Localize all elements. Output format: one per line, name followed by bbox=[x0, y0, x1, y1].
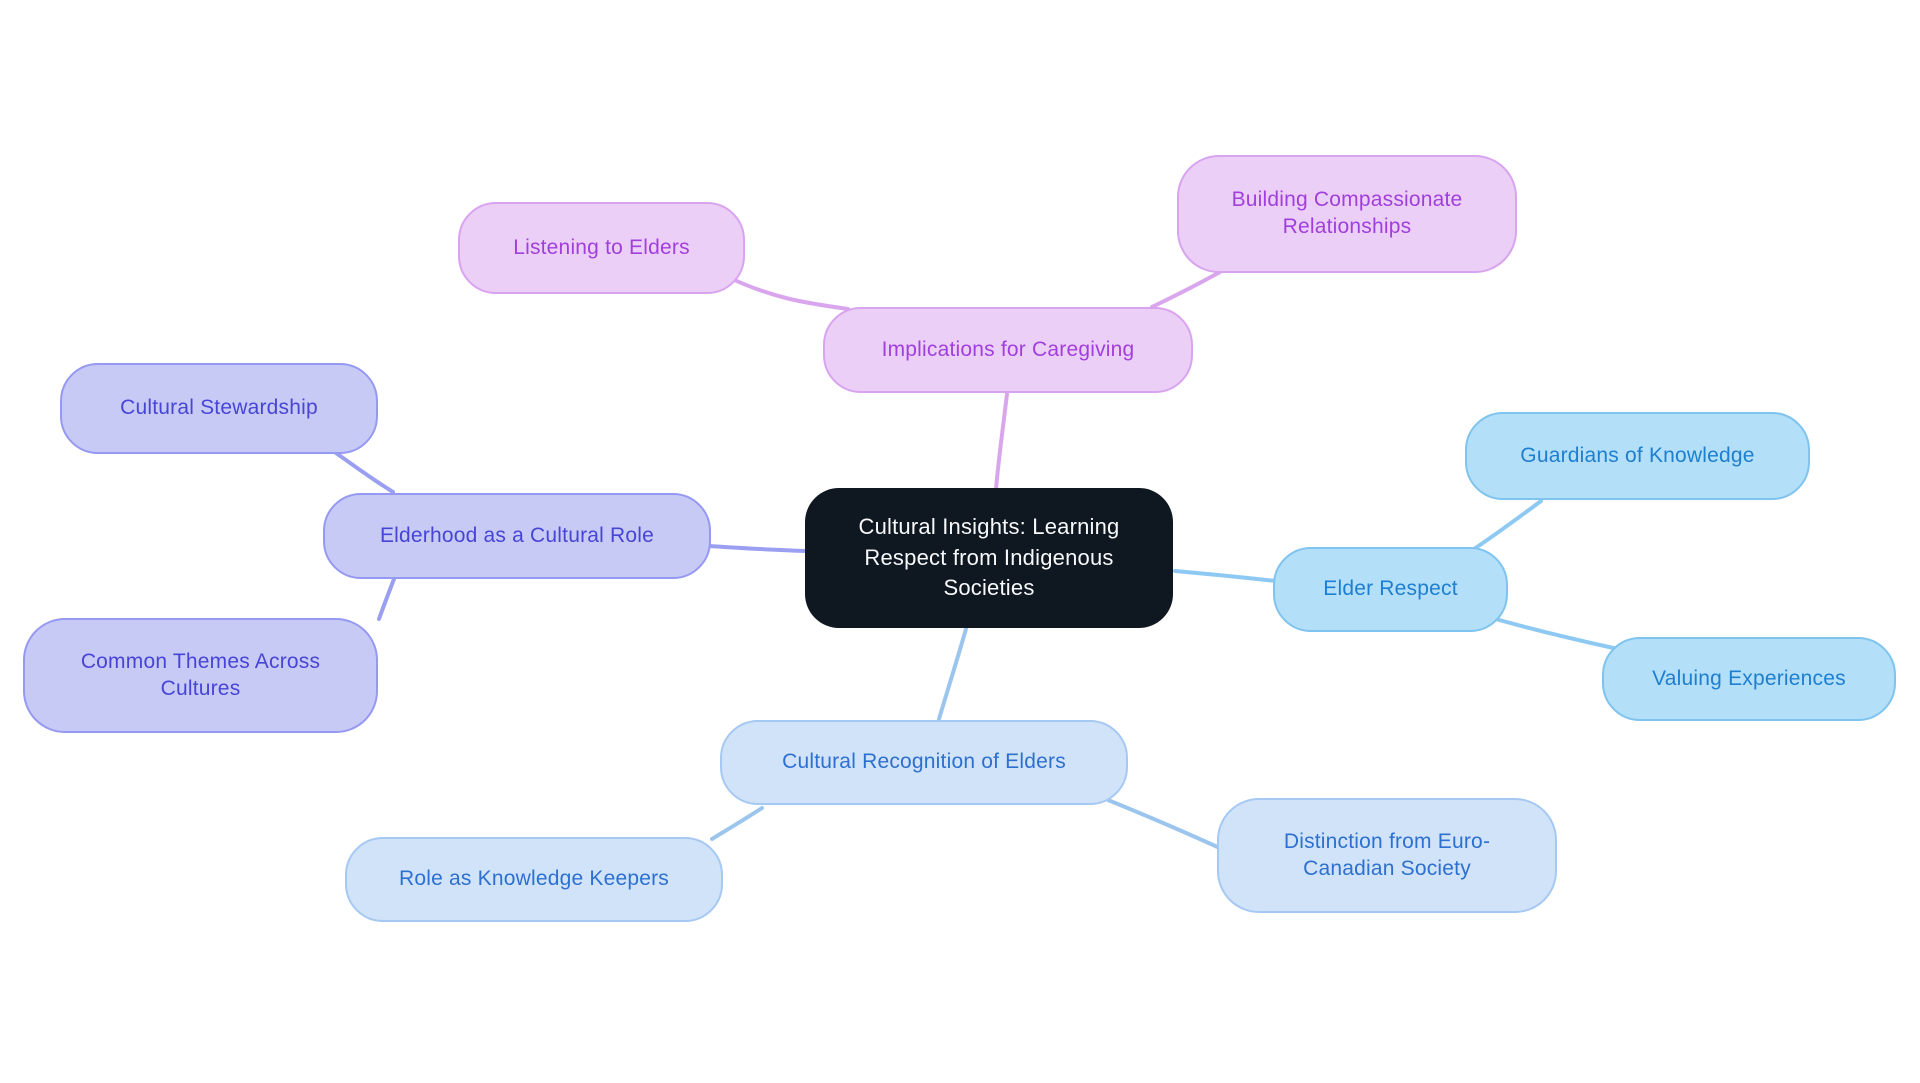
edge-recognition-to-distinction bbox=[1106, 798, 1224, 851]
edge-recognition-to-role-keepers bbox=[710, 806, 764, 841]
node-label: Implications for Caregiving bbox=[881, 337, 1135, 361]
node-listening-to-elders[interactable]: Listening to Elders bbox=[458, 202, 745, 294]
edge-caregiving-to-listening bbox=[726, 275, 850, 311]
node-label: Cultural Recognition of Elders bbox=[782, 750, 1066, 774]
node-building-compassionate-relationships[interactable]: Building Compassionate Relationships bbox=[1177, 155, 1517, 273]
node-label: Role as Knowledge Keepers bbox=[398, 867, 669, 891]
edge-elder-respect-to-guardians bbox=[1472, 499, 1543, 551]
node-elderhood-as-a-cultural-role[interactable]: Elderhood as a Cultural Role bbox=[323, 493, 711, 579]
node-cultural-stewardship[interactable]: Cultural Stewardship bbox=[60, 363, 378, 454]
node-implications-for-caregiving[interactable]: Implications for Caregiving bbox=[823, 307, 1193, 393]
node-role-as-knowledge-keepers[interactable]: Role as Knowledge Keepers bbox=[345, 837, 723, 922]
node-label: Elder Respect bbox=[1323, 577, 1458, 601]
root-node[interactable]: Cultural Insights: Learning Respect from… bbox=[805, 488, 1173, 628]
edge-root-to-elderhood bbox=[706, 544, 808, 553]
edge-root-to-caregiving bbox=[994, 392, 1009, 491]
root-node-label: Cultural Insights: Learning Respect from… bbox=[858, 514, 1120, 601]
node-label: Distinction from Euro-Canadian Society bbox=[1283, 829, 1491, 880]
node-common-themes-across-cultures[interactable]: Common Themes Across Cultures bbox=[23, 618, 378, 733]
node-cultural-recognition-of-elders[interactable]: Cultural Recognition of Elders bbox=[720, 720, 1128, 805]
node-label: Valuing Experiences bbox=[1652, 666, 1846, 690]
node-guardians-of-knowledge[interactable]: Guardians of Knowledge bbox=[1465, 412, 1810, 500]
edge-root-to-recognition bbox=[937, 627, 968, 721]
node-elder-respect[interactable]: Elder Respect bbox=[1273, 547, 1508, 632]
node-label: Listening to Elders bbox=[513, 235, 690, 259]
edge-elder-respect-to-valuing bbox=[1490, 616, 1620, 651]
edge-root-to-elder-respect bbox=[1173, 569, 1277, 583]
edge-elderhood-to-common-themes bbox=[377, 577, 396, 621]
node-label: Cultural Stewardship bbox=[120, 396, 318, 420]
node-label: Guardians of Knowledge bbox=[1520, 443, 1755, 467]
edge-elderhood-to-stewardship bbox=[334, 451, 395, 494]
node-label: Common Themes Across Cultures bbox=[80, 649, 321, 700]
node-valuing-experiences[interactable]: Valuing Experiences bbox=[1602, 637, 1896, 721]
edge-caregiving-to-building bbox=[1150, 270, 1222, 309]
node-distinction-from-euro-canadian-society[interactable]: Distinction from Euro-Canadian Society bbox=[1217, 798, 1557, 913]
node-label: Building Compassionate Relationships bbox=[1231, 188, 1463, 238]
node-label: Elderhood as a Cultural Role bbox=[379, 523, 655, 547]
